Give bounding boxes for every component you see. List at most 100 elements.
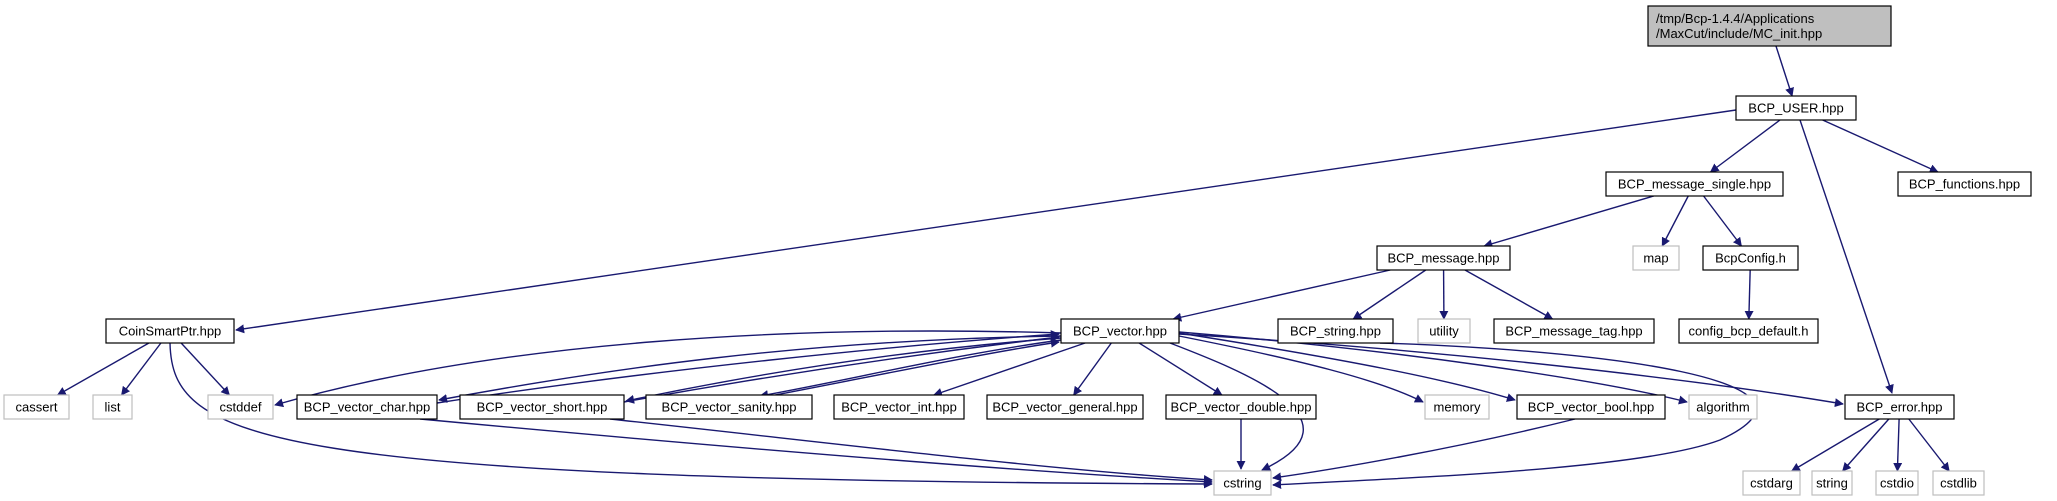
edge-line [1842, 418, 1890, 472]
node-cassert: cassert [3, 394, 70, 420]
node-bcp-vector-int[interactable]: BCP_vector_int.hpp [833, 394, 965, 420]
edge-bcp_message_single-to-map [1661, 195, 1689, 247]
node-algorithm: algorithm [1688, 394, 1758, 420]
node-mc-init[interactable]: /tmp/Bcp-1.4.4/Applications/MaxCut/inclu… [1647, 5, 1892, 47]
edge-line [438, 335, 1062, 403]
node-box [459, 394, 625, 420]
edge-line [1464, 269, 1554, 320]
edge-line [1352, 269, 1427, 320]
node-label: BCP_vector_char.hpp [304, 400, 430, 415]
edge-bcpconfig-to-config_bcp_default [1744, 269, 1754, 320]
node-coinsmartptr[interactable]: CoinSmartPtr.hpp [105, 318, 235, 344]
node-box [1875, 470, 1919, 496]
node-label: cassert [16, 400, 58, 415]
node-cstdlib: cstdlib [1932, 470, 1985, 496]
edge-line [1178, 332, 1516, 402]
node-bcp-vector-char[interactable]: BCP_vector_char.hpp [296, 394, 438, 420]
node-box [1424, 394, 1490, 420]
edge-bcp_error-to-cstdio [1893, 418, 1903, 472]
edge-line [274, 330, 1062, 408]
node-box [1688, 394, 1758, 420]
edge-bcp_vector_bool-to-cstring [1272, 418, 1576, 482]
edge-line [609, 418, 1213, 484]
node-box [105, 318, 235, 344]
edge-coinsmartptr-to-cstddef [180, 342, 230, 396]
node-bcp-message[interactable]: BCP_message.hpp [1376, 245, 1511, 271]
node-box [1277, 318, 1394, 344]
node-label: BCP_functions.hpp [1909, 177, 2020, 192]
edge-line [1172, 269, 1391, 322]
node-label: CoinSmartPtr.hpp [119, 324, 222, 339]
node-label: list [105, 400, 121, 415]
edge-line [1799, 119, 1894, 394]
edge-line [1483, 195, 1654, 249]
node-box [1897, 171, 2032, 197]
node-bcp-vector-general[interactable]: BCP_vector_general.hpp [986, 394, 1144, 420]
node-bcp-vector-double[interactable]: BCP_vector_double.hpp [1165, 394, 1317, 420]
node-box [1735, 95, 1857, 121]
edge-line [1661, 195, 1689, 247]
node-box [1060, 318, 1180, 344]
node-label: BCP_vector.hpp [1073, 324, 1167, 339]
node-box [645, 394, 813, 420]
edge-line [1703, 195, 1742, 247]
edge-line [1908, 418, 1950, 472]
node-label: memory [1434, 400, 1481, 415]
node-box [1165, 394, 1317, 420]
node-cstdio: cstdio [1875, 470, 1919, 496]
node-box [1376, 245, 1511, 271]
node-cstdarg: cstdarg [1742, 470, 1801, 496]
edge-line [1744, 269, 1754, 320]
node-bcp-vector-sanity[interactable]: BCP_vector_sanity.hpp [645, 394, 813, 420]
node-box [1605, 171, 1784, 197]
node-label: BCP_string.hpp [1290, 324, 1381, 339]
node-box [1844, 394, 1955, 420]
node-bcp-message-single[interactable]: BCP_message_single.hpp [1605, 171, 1784, 197]
edge-coinsmartptr-to-cstring [169, 342, 1213, 489]
edge-line [121, 342, 162, 396]
edge-line [1272, 418, 1576, 482]
node-bcp-functions[interactable]: BCP_functions.hpp [1897, 171, 2032, 197]
node-label: BCP_vector_int.hpp [841, 400, 957, 415]
node-bcp-string[interactable]: BCP_string.hpp [1277, 318, 1394, 344]
node-bcp-user[interactable]: BCP_USER.hpp [1735, 95, 1857, 121]
node-label: BCP_USER.hpp [1748, 101, 1843, 116]
edge-bcp_message-to-bcp_string [1352, 269, 1427, 320]
node-label: BCP_vector_double.hpp [1171, 400, 1312, 415]
node-bcp-vector-short[interactable]: BCP_vector_short.hpp [459, 394, 625, 420]
edge-line [56, 342, 150, 396]
edge-coinsmartptr-to-cassert [56, 342, 150, 396]
node-bcp-vector-bool[interactable]: BCP_vector_bool.hpp [1516, 394, 1666, 420]
edge-bcp_message-to-bcp_vector [1172, 269, 1391, 322]
node-box [207, 394, 274, 420]
edge-bcp_vector_short-to-cstring [609, 418, 1213, 484]
node-cstring: cstring [1213, 470, 1272, 496]
node-config-bcp-default[interactable]: config_bcp_default.h [1678, 318, 1819, 344]
node-bcp-error[interactable]: BCP_error.hpp [1844, 394, 1955, 420]
edge-bcp_vector-to-bcp_vector_general [1073, 342, 1112, 396]
node-label: cstring [1223, 476, 1261, 491]
edge-bcp_vector_sanity-to-bcp_vector [764, 338, 1060, 398]
edge-bcp_vector-to-bcp_vector_char [438, 335, 1062, 403]
node-bcp-vector[interactable]: BCP_vector.hpp [1060, 318, 1180, 344]
node-box [1516, 394, 1666, 420]
edge-bcp_error-to-cstdlib [1908, 418, 1950, 472]
node-utility: utility [1417, 318, 1471, 344]
edge-bcp_message_single-to-bcp_message [1483, 195, 1654, 249]
edge-bcp_error-to-string [1842, 418, 1890, 472]
node-label: BcpConfig.h [1715, 251, 1786, 266]
node-cstddef: cstddef [207, 394, 274, 420]
edge-bcp_user-to-coinsmartptr [235, 109, 1737, 334]
edge-bcp_error-to-cstdarg [1790, 418, 1880, 472]
node-label: BCP_error.hpp [1857, 400, 1943, 415]
node-label: BCP_message.hpp [1387, 251, 1499, 266]
edge-bcp_string-to-cstring [1272, 342, 1757, 490]
edge-bcp_message-to-bcp_message_tag [1464, 269, 1554, 320]
node-bcp-message-tag[interactable]: BCP_message_tag.hpp [1493, 318, 1655, 344]
node-label: cstdarg [1750, 476, 1793, 491]
edge-bcp_vector_char-to-bcp_vector [436, 330, 1060, 404]
node-label: string [1816, 476, 1848, 491]
edges-layer [56, 45, 1950, 490]
node-bcpconfig[interactable]: BcpConfig.h [1702, 245, 1799, 271]
